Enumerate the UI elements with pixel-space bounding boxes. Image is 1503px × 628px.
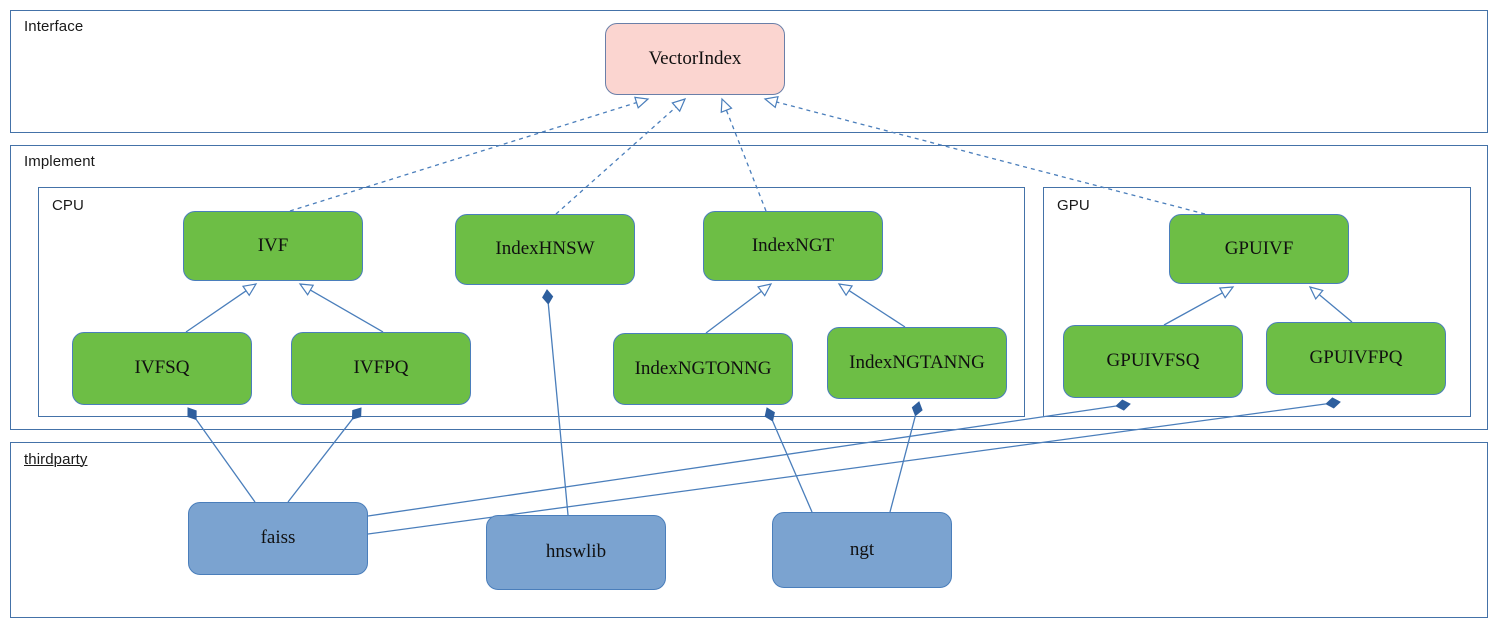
frame-label-thirdparty: thirdparty <box>24 451 88 468</box>
node-label: GPUIVFSQ <box>1106 350 1200 372</box>
node-ivf[interactable]: IVF <box>183 211 363 281</box>
node-indexngtonng[interactable]: IndexNGTONNG <box>613 333 793 405</box>
frame-label-gpu: GPU <box>1057 197 1090 214</box>
node-indexngtanng[interactable]: IndexNGTANNG <box>827 327 1007 399</box>
node-vectorindex[interactable]: VectorIndex <box>605 23 785 95</box>
node-label: IndexNGTONNG <box>634 357 772 379</box>
node-label: GPUIVF <box>1224 237 1294 259</box>
node-gpuivfsq[interactable]: GPUIVFSQ <box>1063 325 1243 398</box>
node-label: IVFSQ <box>134 357 190 379</box>
node-label: IndexHNSW <box>495 238 595 260</box>
node-label: IVFPQ <box>353 357 409 379</box>
node-label: IndexNGT <box>751 234 835 256</box>
node-gpuivfpq[interactable]: GPUIVFPQ <box>1266 322 1446 395</box>
node-label: GPUIVFPQ <box>1309 347 1403 369</box>
node-label: ngt <box>849 538 875 560</box>
node-faiss[interactable]: faiss <box>188 502 368 575</box>
node-indexngt[interactable]: IndexNGT <box>703 211 883 281</box>
node-label: faiss <box>260 527 296 549</box>
frame-label-cpu: CPU <box>52 197 84 214</box>
frame-label-interface: Interface <box>24 18 84 35</box>
node-ivfpq[interactable]: IVFPQ <box>291 332 471 405</box>
node-ngt[interactable]: ngt <box>772 512 952 588</box>
spellcheck-squiggle-icon <box>24 469 88 473</box>
node-gpuivf[interactable]: GPUIVF <box>1169 214 1349 284</box>
node-label: IndexNGTANNG <box>849 351 985 373</box>
node-label: IVF <box>257 234 289 256</box>
node-label: hnswlib <box>545 541 607 563</box>
frame-label-implement: Implement <box>24 153 95 170</box>
node-ivfsq[interactable]: IVFSQ <box>72 332 252 405</box>
node-label: VectorIndex <box>648 47 742 69</box>
node-hnswlib[interactable]: hnswlib <box>486 515 666 590</box>
node-indexhnsw[interactable]: IndexHNSW <box>455 214 635 285</box>
